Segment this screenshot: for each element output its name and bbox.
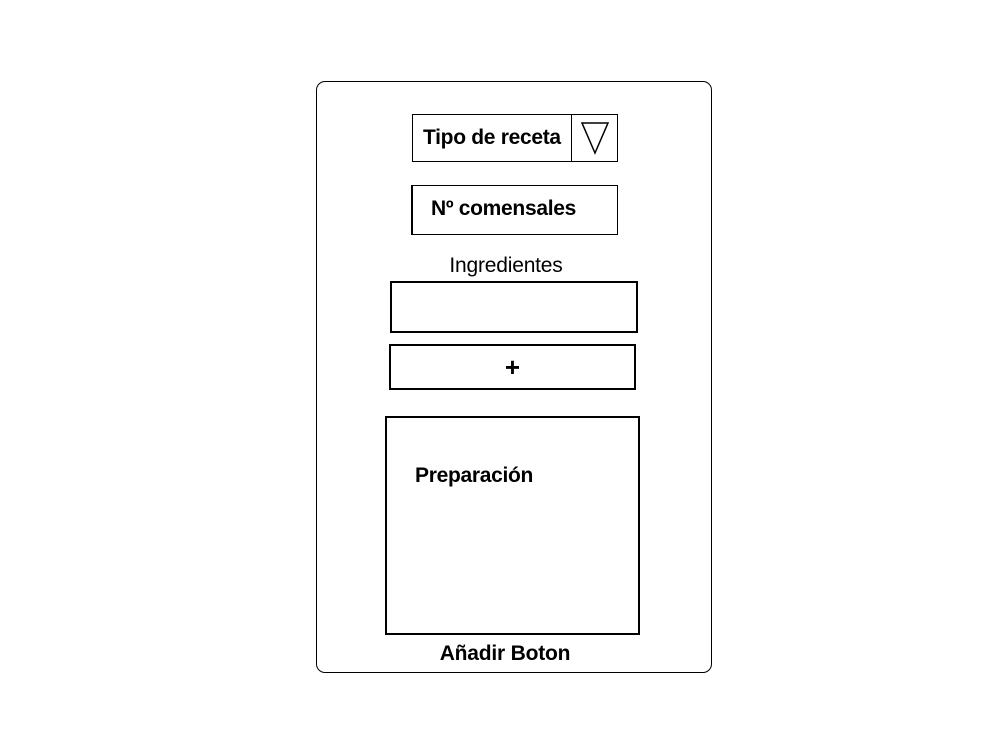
preparation-textarea[interactable]: Preparación [385, 416, 640, 635]
preparation-label: Preparación [415, 464, 534, 487]
ingredient-input[interactable] [390, 281, 638, 333]
ingredients-label: Ingredientes [449, 254, 563, 277]
triangle-down-icon[interactable] [571, 115, 617, 161]
diners-field[interactable]: Nº comensales [411, 185, 618, 235]
recipe-type-dropdown[interactable]: Tipo de receta [412, 114, 618, 162]
recipe-type-label: Tipo de receta [423, 126, 561, 149]
submit-button[interactable]: Añadir Boton [439, 642, 571, 665]
phone-frame [316, 81, 712, 673]
add-ingredient-button[interactable]: + [389, 344, 636, 390]
